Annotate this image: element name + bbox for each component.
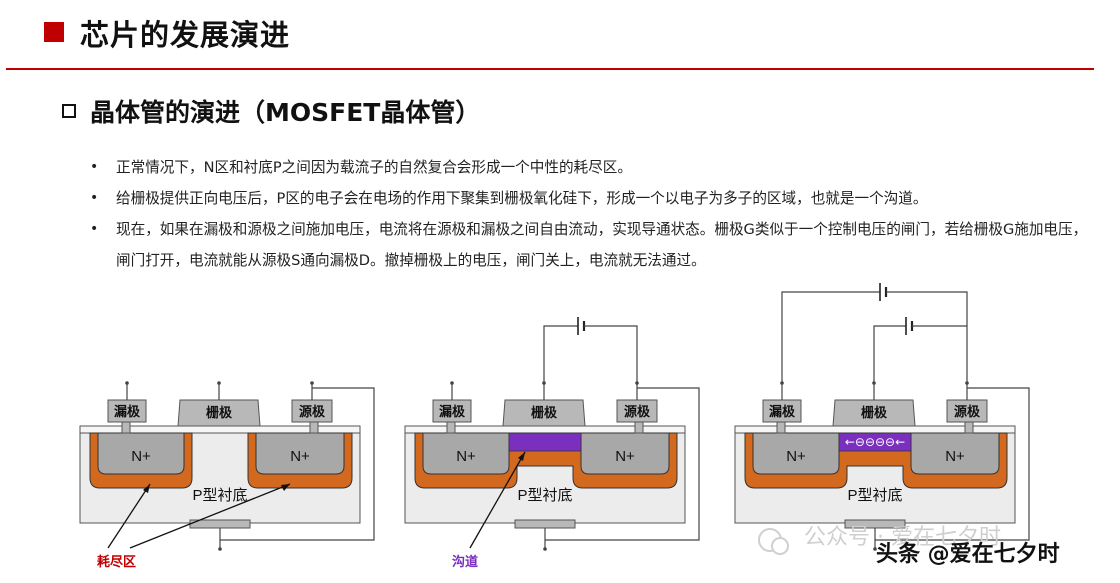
watermark-source: 头条 @爱在七夕时: [876, 542, 1060, 567]
mosfet-2-n-region-right: [580, 432, 670, 475]
mosfet-3-n-label-left: N+: [786, 448, 806, 465]
watermark-wechat: 公众号 · 爱在七夕时: [804, 525, 1001, 550]
mosfet-3-source-stem: [964, 421, 974, 434]
mosfet-3-source-body-wire: [875, 387, 1030, 541]
title-divider: [6, 68, 1094, 70]
mosfet-3-drain-bias-wire-right: [886, 291, 968, 326]
mosfet-1-drain-label: 漏极: [114, 404, 141, 419]
mosfet-1-body-terminal: [218, 547, 222, 551]
depletion-label: 耗尽区: [97, 554, 136, 569]
section-title: 晶体管的演进（MOSFET晶体管）: [90, 98, 481, 127]
mosfet-3-drain-bias-wire-left: [781, 291, 880, 383]
depletion-arrowhead-left: [143, 484, 150, 493]
mosfet-3-electron-flow: ←⊖⊖⊖⊖←: [845, 435, 905, 449]
mosfet-2-drain-stem: [446, 421, 456, 434]
mosfet-1-body-contact: [189, 519, 251, 529]
mosfet-3-gate-bias-wire-right: [912, 325, 968, 383]
mosfet-1-n-label-left: N+: [131, 448, 151, 465]
mosfet-3-substrate-label: P型衬底: [847, 487, 902, 504]
channel-arrow: [469, 451, 526, 549]
mosfet-2-source-body-wire: [545, 387, 700, 541]
mosfet-1-gate-label: 栅极: [206, 405, 233, 420]
depletion-arrow-right: [129, 483, 291, 549]
mosfet-3-channel: [838, 432, 912, 452]
mosfet-3-drain-label: 漏极: [769, 404, 796, 419]
mosfet-1-gate-electrode: [177, 399, 261, 427]
mosfet-3-body-terminal: [873, 547, 877, 551]
mosfet-1-drain-stem: [121, 421, 131, 434]
bullet-list: 正常情况下，N区和衬底P之间因为载流子的自然复合会形成一个中性的耗尽区。 给栅极…: [90, 152, 1090, 276]
mosfet-3-gate-bias-wire-left: [873, 325, 906, 383]
mosfet-1-n-region-right: [255, 432, 345, 475]
mosfet-2-body-contact: [514, 519, 576, 529]
mosfet-1-source-label: 源极: [299, 404, 326, 419]
bullet-item-1: 正常情况下，N区和衬底P之间因为载流子的自然复合会形成一个中性的耗尽区。: [90, 152, 1090, 183]
mosfet-3-drain-stem: [776, 421, 786, 434]
wechat-watermark-icon-inner: [771, 537, 789, 555]
depletion-arrow-left: [107, 483, 151, 549]
mosfet-2-channel: [508, 432, 582, 452]
mosfet-3-n-region-right: [910, 432, 1000, 475]
bullet-item-2: 给栅极提供正向电压后，P区的电子会在电场的作用下聚集到栅极氧化硅下，形成一个以电…: [90, 183, 1090, 214]
page-title: 芯片的发展演进: [80, 18, 291, 52]
mosfet-1-substrate-label: P型衬底: [192, 487, 247, 504]
mosfet-1-gate-terminal: [217, 381, 221, 385]
mosfet-2-body-terminal: [543, 547, 547, 551]
mosfet-3-source-label: 源极: [954, 404, 981, 419]
channel-label: 沟道: [452, 554, 478, 569]
bullet-item-3: 现在，如果在漏极和源极之间施加电压，电流将在源极和漏极之间自由流动，实现导通状态…: [90, 214, 1090, 276]
mosfet-3-n-label-right: N+: [945, 448, 965, 465]
mosfet-2-source-stem: [634, 421, 644, 434]
mosfet-3-gate-label: 栅极: [861, 405, 888, 420]
mosfet-2-drain-label: 漏极: [439, 404, 466, 419]
mosfet-2-n-label-left: N+: [456, 448, 476, 465]
mosfet-1-n-label-right: N+: [290, 448, 310, 465]
mosfet-2-drain-terminal: [450, 381, 454, 385]
mosfet-1-n-region-left: [97, 432, 185, 475]
mosfet-2-gate-bias-wire-left: [543, 325, 578, 383]
mosfet-2-n-region-left: [422, 432, 510, 475]
mosfet-3-gate-electrode: [832, 399, 916, 427]
mosfet-2-source-label: 源极: [624, 404, 651, 419]
mosfet-2-gate-bias-wire-right: [584, 325, 638, 383]
channel-arrowhead: [518, 452, 525, 461]
mosfet-1-source-terminal: [310, 381, 314, 385]
mosfet-2-n-label-right: N+: [615, 448, 635, 465]
mosfet-2-gate-electrode: [502, 399, 586, 427]
mosfet-1-source-stem: [309, 421, 319, 434]
depletion-arrowhead-right: [281, 484, 290, 491]
title-marker: [44, 22, 64, 42]
mosfet-1-drain-terminal: [125, 381, 129, 385]
mosfet-2-gate-label: 栅极: [531, 405, 558, 420]
section-bullet-icon: [62, 104, 76, 118]
mosfet-2-substrate-label: P型衬底: [517, 487, 572, 504]
mosfet-3-n-region-left: [752, 432, 840, 475]
mosfet-1-source-body-wire: [220, 387, 375, 541]
